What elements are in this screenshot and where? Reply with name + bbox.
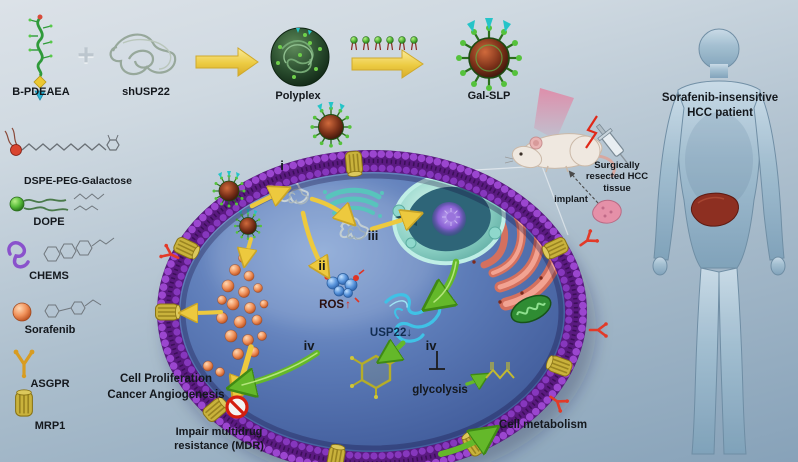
nucleus bbox=[392, 172, 506, 266]
gal-slp-docking bbox=[309, 101, 353, 149]
shusp22-coil bbox=[109, 33, 177, 76]
mrp1-legend-icon bbox=[14, 388, 34, 417]
no-entry-icon bbox=[225, 395, 249, 419]
usp22-protein bbox=[384, 293, 442, 343]
mitochondria bbox=[510, 294, 552, 324]
sorafenib-dots bbox=[202, 253, 269, 377]
gal-slp-particle bbox=[454, 16, 524, 93]
liver bbox=[690, 192, 739, 227]
pathway-arrows-green bbox=[235, 258, 492, 457]
laser-zigzag bbox=[585, 115, 598, 149]
gal-slp-inner-ring bbox=[475, 44, 503, 72]
arrow-to-polyplex bbox=[195, 47, 259, 77]
dspe-peg-galactose-icon bbox=[4, 127, 120, 156]
polyplex-particle bbox=[270, 27, 330, 87]
dope-icon bbox=[9, 193, 105, 212]
syringe-icon bbox=[595, 123, 630, 166]
irradiation-beam bbox=[534, 88, 574, 140]
chems-icon bbox=[7, 237, 115, 269]
tumor-tissue bbox=[568, 170, 622, 224]
nuclear-particle bbox=[442, 208, 460, 226]
lipid-row bbox=[350, 36, 418, 51]
b-pdeaea-icon bbox=[28, 14, 53, 101]
mouse bbox=[504, 133, 616, 178]
human-figure bbox=[652, 28, 786, 455]
inhibition-bar bbox=[429, 351, 445, 370]
asgpr-legend-icon bbox=[13, 349, 35, 379]
metabolite-formula bbox=[485, 362, 515, 380]
sorafenib-icon bbox=[12, 299, 102, 322]
arrow-to-galslp bbox=[351, 49, 424, 79]
